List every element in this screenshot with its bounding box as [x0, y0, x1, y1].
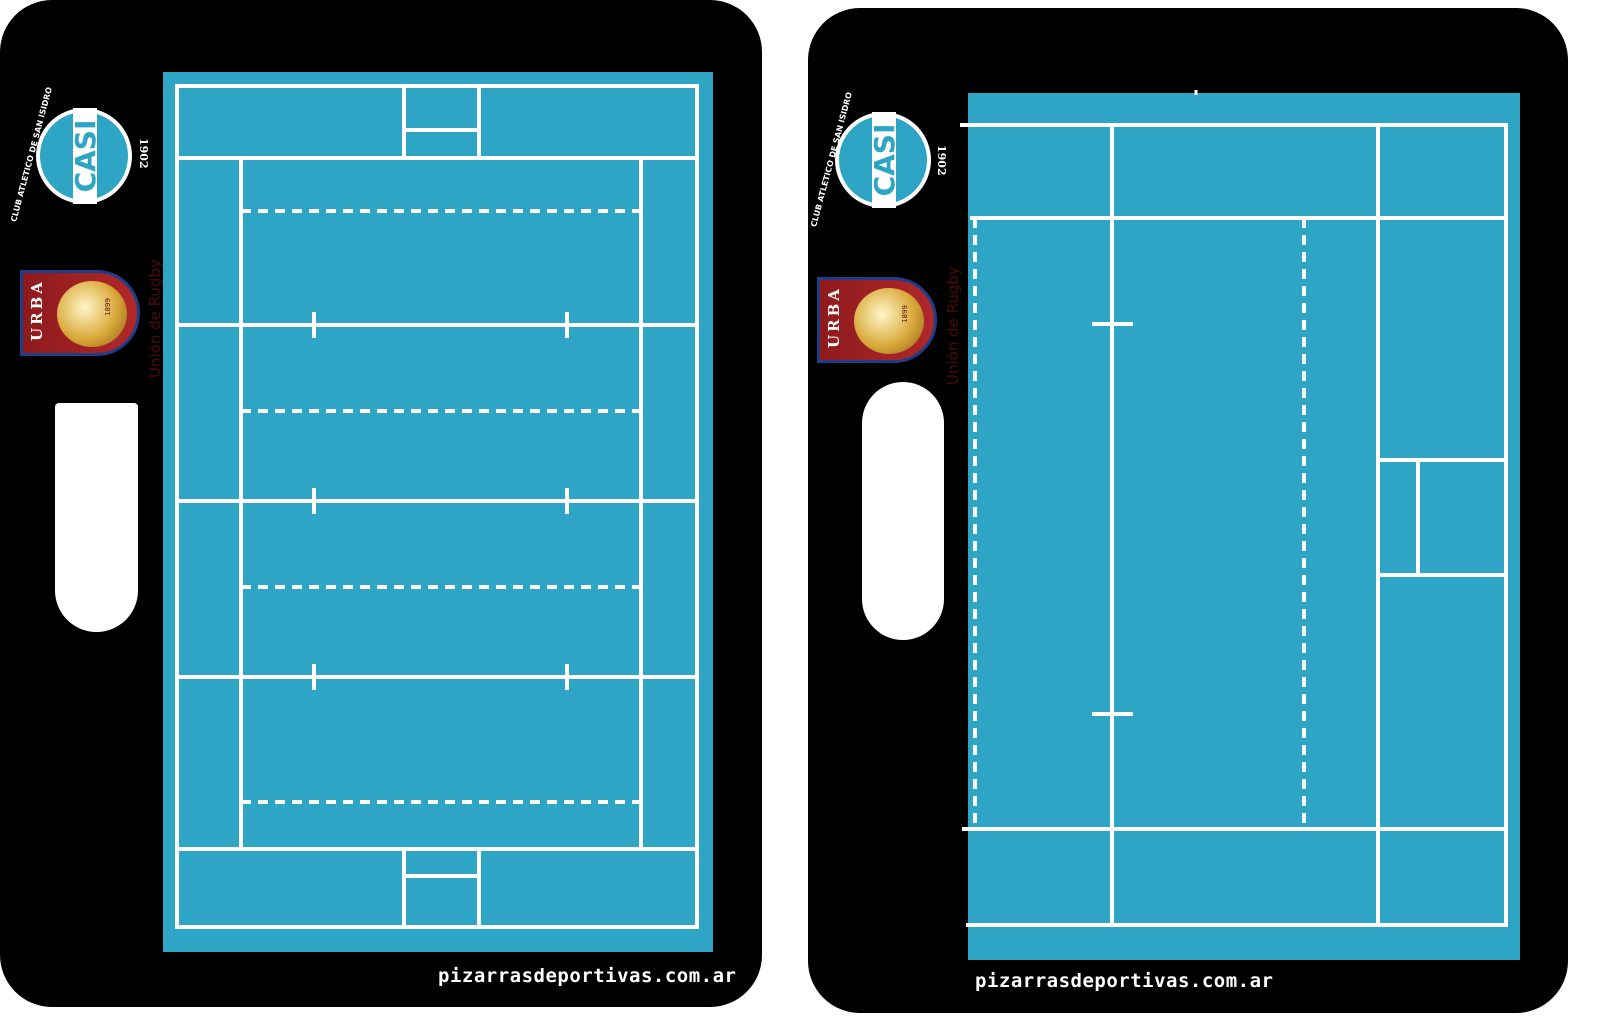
- urba-logo: URBA 1899: [817, 277, 937, 363]
- casi-logo: CASI: [835, 112, 931, 208]
- vertical-field-lines: [175, 84, 699, 929]
- urba-eagle-crest: [57, 281, 127, 347]
- board-handle-cutout: [862, 382, 944, 640]
- rugby-field-horizontal[interactable]: [968, 93, 1520, 960]
- website-label: pizarrasdeportivas.com.ar: [438, 965, 737, 987]
- horizontal-field-lines: [960, 90, 1508, 927]
- rugby-field-vertical[interactable]: [163, 72, 713, 952]
- urba-logo: URBA 1899: [20, 270, 140, 356]
- urba-eagle-crest: [854, 288, 924, 354]
- website-label: pizarrasdeportivas.com.ar: [975, 970, 1274, 992]
- board-handle-cutout: [55, 403, 138, 632]
- casi-logo: CASI: [36, 108, 132, 204]
